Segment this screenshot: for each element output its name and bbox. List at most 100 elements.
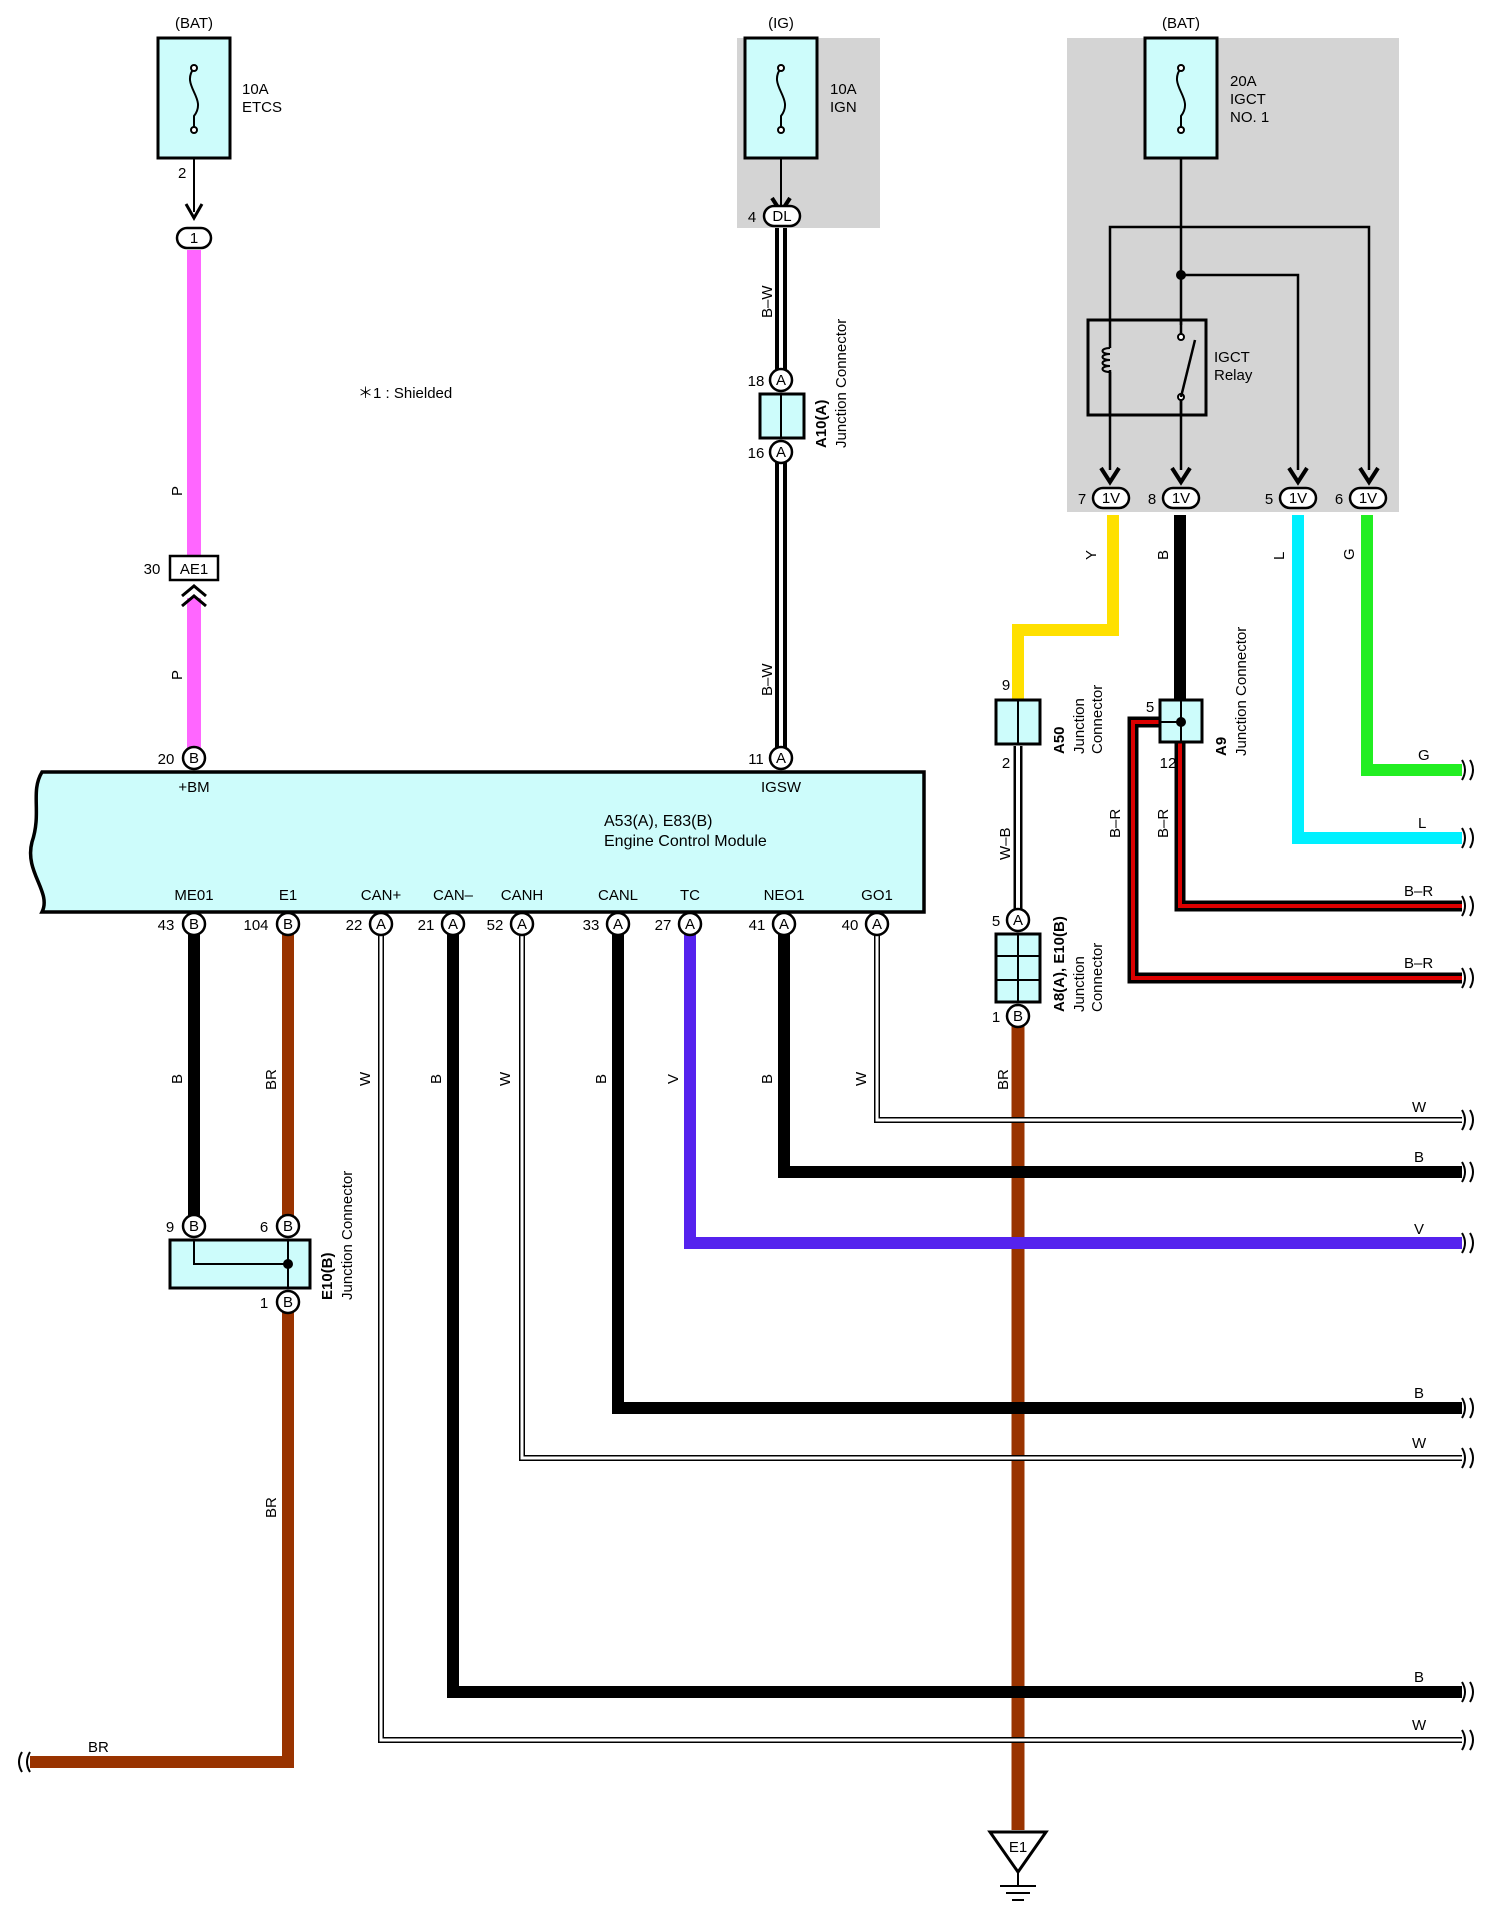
junction-a50-id: A50: [1051, 726, 1068, 754]
svg-text:+BM: +BM: [178, 779, 209, 796]
svg-text:12: 12: [1160, 755, 1177, 772]
svg-text:1V: 1V: [1289, 490, 1307, 507]
igct-relay: [1086, 318, 1208, 417]
wire-label-bw-lower: B–W: [759, 663, 776, 696]
bottom-left-label: BR: [88, 1739, 109, 1756]
relay-wiring: [1108, 158, 1371, 470]
svg-text:B: B: [189, 1218, 199, 1235]
ecm-name: Engine Control Module: [604, 833, 767, 850]
relay-pin-arrows: [1099, 466, 1380, 486]
fuse-igct-name: IGCT: [1230, 91, 1266, 108]
ecm-pin-can-minus: CAN– A 21: [418, 887, 474, 937]
ground-e1: E1: [987, 1830, 1049, 1901]
junction-e10-id: E10(B): [319, 1252, 336, 1300]
wire-cyan: [1292, 515, 1462, 844]
ecm-pin-can-plus: CAN+ A 22: [346, 887, 402, 937]
svg-text:21: 21: [418, 917, 435, 934]
wire-label-p-lower: P: [169, 670, 186, 680]
junction-a9-name: Junction Connector: [1233, 627, 1250, 756]
svg-text:CANL: CANL: [598, 887, 638, 904]
svg-text:CAN–: CAN–: [433, 887, 474, 904]
edge-label-br-2: B–R: [1404, 955, 1433, 972]
svg-text:B: B: [189, 916, 199, 933]
wire-label-br-e10: BR: [263, 1497, 280, 1518]
edge-label-w-go1: W: [1412, 1099, 1427, 1116]
svg-text:A: A: [776, 444, 786, 461]
ecm-pin-igsw: A 11 IGSW: [748, 745, 802, 796]
wire-label-neo1: B: [759, 1074, 776, 1084]
relay-name-1: IGCT: [1214, 349, 1250, 366]
svg-text:IGSW: IGSW: [761, 779, 802, 796]
svg-text:30: 30: [144, 561, 161, 578]
wire-yellow: [1012, 515, 1119, 700]
edge-label-br-1: B–R: [1404, 883, 1433, 900]
svg-text:TC: TC: [680, 887, 700, 904]
svg-text:CANH: CANH: [501, 887, 544, 904]
svg-text:27: 27: [655, 917, 672, 934]
junction-e10: B 9 B 6 B 1: [166, 1213, 312, 1315]
ecm-pin-go1: GO1 A 40: [842, 887, 893, 937]
wire-label-me01: B: [169, 1074, 186, 1084]
junction-a50-name1: Junction: [1071, 698, 1088, 754]
fuse-ign-amp: 10A: [830, 81, 857, 98]
source-bat-left: (BAT): [175, 15, 213, 32]
edge-label-v: V: [1414, 1221, 1424, 1238]
wire-label-p-upper: P: [169, 486, 186, 496]
svg-text:1V: 1V: [1102, 490, 1120, 507]
wire-canh: [519, 922, 1462, 1461]
fuse-etcs-pin: 2: [178, 165, 186, 182]
svg-text:ME01: ME01: [174, 887, 213, 904]
svg-text:B: B: [283, 1294, 293, 1311]
svg-text:18: 18: [748, 373, 765, 390]
wire-label-br-2: B–R: [1155, 809, 1172, 838]
ecm-pin-me01: ME01 B 43: [158, 887, 214, 937]
junction-a8-name1: Junction: [1071, 956, 1088, 1012]
svg-text:B: B: [283, 1218, 293, 1235]
edge-label-b-neo1: B: [1414, 1149, 1424, 1166]
svg-text:1: 1: [260, 1295, 268, 1312]
relay-name-2: Relay: [1214, 367, 1253, 384]
svg-text:CAN+: CAN+: [361, 887, 402, 904]
svg-text:B: B: [283, 916, 293, 933]
svg-text:1: 1: [992, 1009, 1000, 1026]
edge-label-g: G: [1418, 747, 1430, 764]
wire-label-tc: V: [665, 1074, 682, 1084]
edge-label-b-can-minus: B: [1414, 1669, 1424, 1686]
relay-connector-6: 1V 6: [1335, 486, 1388, 510]
junction-a8-id: A8(A), E10(B): [1051, 916, 1068, 1012]
wire-neo1: [778, 922, 1462, 1178]
svg-text:5: 5: [1265, 491, 1273, 508]
junction-a8: A 5 B 1: [992, 907, 1042, 1029]
wire-label-canh: W: [497, 1071, 514, 1086]
wire-label-can-plus: W: [357, 1071, 374, 1086]
wire-can-minus: [447, 922, 1462, 1698]
junction-a9: 9 5 12: [1146, 677, 1204, 772]
svg-text:NEO1: NEO1: [764, 887, 805, 904]
fuse-ign-name: IGN: [830, 99, 857, 116]
edge-label-w-canh: W: [1412, 1435, 1427, 1452]
wire-br-2: [1127, 716, 1462, 984]
svg-text:33: 33: [583, 917, 600, 934]
svg-text:41: 41: [749, 917, 766, 934]
svg-text:8: 8: [1148, 491, 1156, 508]
wire-label-br-a8: BR: [995, 1069, 1012, 1090]
ecm-pin-tc: TC A 27: [655, 887, 703, 937]
relay-connector-8: 1V 8: [1148, 486, 1201, 510]
svg-text:1: 1: [190, 230, 198, 247]
edge-label-l: L: [1418, 815, 1426, 832]
svg-text:A: A: [517, 916, 527, 933]
svg-text:9: 9: [1176, 677, 1184, 694]
right-break-marks: [18, 759, 1474, 1773]
svg-text:GO1: GO1: [861, 887, 893, 904]
ecm-pin-canl: CANL A 33: [583, 887, 638, 937]
svg-text:9: 9: [1002, 677, 1010, 694]
wire-label-bw-upper: B–W: [759, 285, 776, 318]
svg-text:6: 6: [1335, 491, 1343, 508]
junction-a10-id: A10(A): [813, 400, 830, 448]
junction-a50: 9 2: [994, 677, 1042, 772]
svg-text:2: 2: [1002, 755, 1010, 772]
svg-text:1V: 1V: [1359, 490, 1377, 507]
junction-a50-name2: Connector: [1089, 685, 1106, 754]
ecm-id: A53(A), E83(B): [604, 813, 712, 830]
